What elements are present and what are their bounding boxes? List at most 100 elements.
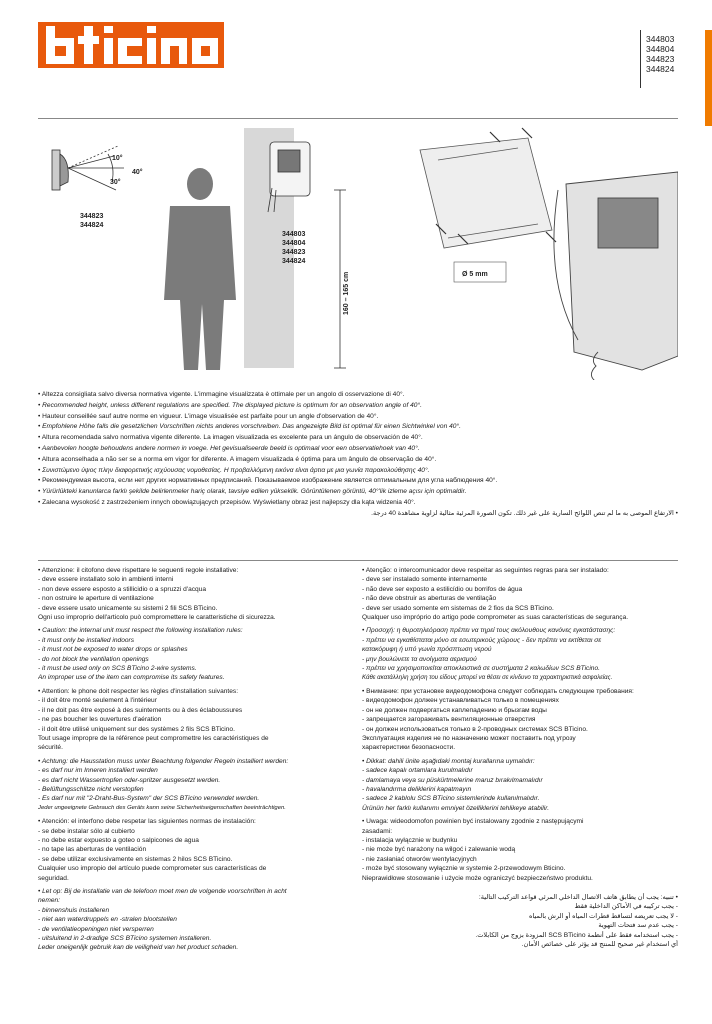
warning-section-es: • Atención: el interfono debe respetar l… xyxy=(38,817,354,883)
bticino-logo xyxy=(38,22,224,68)
wall-unit xyxy=(267,141,311,213)
section-line: • Caution: the internal unit must respec… xyxy=(38,627,243,635)
section-line: Ürünün her farklı kullanımı emniyet özel… xyxy=(362,804,550,812)
section-line: - nie zasłaniać otworów wentylacyjnych xyxy=(362,855,477,863)
section-line: - deve ser instalado somente internament… xyxy=(362,576,487,584)
unit-code: 344824 xyxy=(282,258,305,265)
section-line: • Uwaga: wideodomofon powinien być insta… xyxy=(362,818,584,826)
section-line: характеристики безопасности. xyxy=(362,744,456,752)
section-line: - non deve essere esposto a stillicidio … xyxy=(38,585,207,593)
section-line: - havalandırma deliklerini kapatmayın xyxy=(362,785,472,793)
section-line: • Attention: le phone doit respecter les… xyxy=(38,687,239,695)
section-line: An improper use of the item can compromi… xyxy=(38,674,225,682)
section-line: Эксплуатация изделия не по назначению мо… xyxy=(362,734,576,742)
section-line: - πρέπει να εγκαθίσταται μόνο σε εσωτερι… xyxy=(362,636,602,644)
middle-rule xyxy=(38,560,678,561)
height-note: • Altezza consigliata salvo diversa norm… xyxy=(38,391,405,398)
section-line: - no tape las aberturas de ventilación xyxy=(38,846,147,854)
product-code: 344824 xyxy=(646,64,675,74)
height-notes: • Altezza consigliata salvo diversa norm… xyxy=(38,390,678,520)
height-note: • Recommended height, unless different r… xyxy=(38,401,422,409)
section-line: - запрещается загораживать вентиляционны… xyxy=(362,716,536,724)
product-code: 344804 xyxy=(646,44,675,54)
section-line: • Atención: el interfono debe respetar l… xyxy=(38,818,256,826)
warning-section-tr: • Dikkat: dahili ünite aşağıdaki montaj … xyxy=(362,757,678,813)
section-line: أي استخدام غير صحيح للمنتج قد يؤثر على خ… xyxy=(521,941,678,949)
height-note-arabic: • الارتفاع الموصى به ما لم تنص اللوائح ا… xyxy=(371,509,678,517)
left-column: • Attenzione: il citofono deve rispettar… xyxy=(38,566,354,957)
right-column: • Atenção: o intercomunicador deve respe… xyxy=(362,566,678,953)
section-line: zasadami: xyxy=(362,827,393,835)
mounting-plate xyxy=(419,137,553,249)
section-line: nemen: xyxy=(38,897,60,905)
handset-unit xyxy=(553,171,678,380)
warning-section-en: • Caution: the internal unit must respec… xyxy=(38,626,354,682)
section-line: - binnenshuis installeren xyxy=(38,906,110,914)
section-line: - do not block the ventilation openings xyxy=(38,655,149,663)
angle-label-40: 40° xyxy=(132,168,143,176)
section-line: • تنبيه: يجب أن يطابق هاتف الاتصال الداخ… xyxy=(478,894,678,901)
warning-section-ru: • Внимание: при установке видеодомофона … xyxy=(362,687,678,753)
side-code: 344823 xyxy=(80,213,103,220)
unit-code: 344823 xyxy=(282,249,305,256)
section-line: Cualquier uso impropio del artículo pued… xyxy=(38,865,267,873)
section-line: - it must only be installed indoors xyxy=(38,636,135,644)
section-line: - deve essere installato solo in ambient… xyxy=(38,576,174,584)
height-note: • Yürürlükteki kanunlarca farklı şekilde… xyxy=(38,488,467,496)
section-line: Qualquer uso impróprio do artigo pode co… xyxy=(362,614,629,622)
section-line: seguridad. xyxy=(38,874,69,882)
warning-section-el: • Προσοχή: η θυροτηλεόραση πρέπει να τηρ… xyxy=(362,626,678,682)
warning-section-nl: • Let op: Bij de installatie van de tele… xyxy=(38,887,354,953)
section-line: sécurité. xyxy=(38,744,63,752)
section-line: • Внимание: при установке видеодомофона … xyxy=(362,687,634,695)
section-line: - se debe utilizar exclusivamente en sis… xyxy=(38,855,233,863)
accent-bar xyxy=(705,30,712,126)
section-line: - se debe instalar sólo al cubierto xyxy=(38,827,135,835)
section-line: - sadece 2 kablolu SCS BTicino sistemler… xyxy=(362,795,540,803)
drill-box xyxy=(453,261,507,283)
section-line: - damlamaya veya su püskürtmelerine maru… xyxy=(362,776,543,784)
section-line: - não deve obstruir as aberturas de vent… xyxy=(362,595,497,603)
section-line: - uitsluitend in 2-dradige SCS BTicino s… xyxy=(38,935,212,943)
section-line: Ogni uso improprio dell'articolo può com… xyxy=(38,614,276,622)
warning-section-fr: • Attention: le phone doit respecter les… xyxy=(38,687,354,753)
section-line: - it must not be exposed to water drops … xyxy=(38,646,188,654)
section-line: - deve essere usato unicamente su sistem… xyxy=(38,604,218,612)
section-line: - deve ser usado somente em sistemas de … xyxy=(362,604,554,612)
section-line: - es darf nur im Inneren installiert wer… xyxy=(38,767,158,775)
height-note: • Рекомендуемая высота, если нет других … xyxy=(38,477,498,485)
section-line: • Achtung: die Hausstation muss unter Be… xyxy=(38,757,289,765)
section-line: Κάθε ακατάλληλη χρήση του είδους μπορεί … xyxy=(362,674,613,682)
product-code: 344803 xyxy=(646,34,675,44)
section-line: • Dikkat: dahili ünite aşağıdaki montaj … xyxy=(362,757,535,765)
section-line: - Es darf nur mit "2-Draht-Bus-System" d… xyxy=(38,795,260,803)
section-line: - it must be used only on SCS BTicino 2-… xyxy=(38,665,197,673)
section-line: - لا يجب تعريضه لتساقط قطرات المياه أو ا… xyxy=(528,912,678,920)
section-line: - non ostruire le aperture di ventilazio… xyxy=(38,595,154,603)
section-line: Jeder ungeeignete Gebrauch des Geräts ka… xyxy=(38,804,286,811)
installation-illustration: 10° 40° 30° 344823 344824 344803 344804 … xyxy=(51,127,678,380)
section-line: - no debe estar expuesto a goteo o salpi… xyxy=(38,836,199,844)
section-line: - nie może być narażony na wilgoć i zale… xyxy=(362,846,516,854)
header-divider xyxy=(640,30,641,88)
section-line: - sadece kapalı ortamlara kurulmalıdır xyxy=(362,767,473,775)
warning-section-pt: • Atenção: o intercomunicador deve respe… xyxy=(362,566,678,622)
warning-section-pl: • Uwaga: wideodomofon powinien być insta… xyxy=(362,817,678,883)
height-note: • Aanbevolen hoogte behoudens andere nor… xyxy=(38,444,420,452)
height-note: • Hauteur conseillée sauf autre norme en… xyxy=(38,412,379,420)
section-line: - يجب تركيبه في الأماكن الداخلية فقط xyxy=(574,903,679,911)
unit-code: 344803 xyxy=(282,231,305,238)
section-line: Leder oneigenlijk gebruik kan de veiligh… xyxy=(38,944,239,952)
section-line: - il ne doit pas être exposé à des suint… xyxy=(38,706,243,714)
product-codes: 344803 344804 344823 344824 xyxy=(646,34,674,74)
angle-label-30: 30° xyxy=(110,178,121,186)
height-note: • Altura aconselhada a não ser se a norm… xyxy=(38,455,437,463)
drill-label: Ø 5 mm xyxy=(462,271,488,278)
section-line: - يجب استخدامه فقط على أنظمة SCS BTicino… xyxy=(475,931,678,939)
height-dimension xyxy=(334,189,346,369)
section-line: - πρέπει να χρησιμοποιείται αποκλειστικά… xyxy=(362,665,600,673)
section-line: - يجب عدم سد فتحات التهوية xyxy=(598,922,678,930)
height-note: • Συνιστώμενο ύψος πλην διαφορετικής ισχ… xyxy=(38,466,430,474)
section-line: - niet aan waterdruppels en -stralen blo… xyxy=(38,916,177,924)
section-line: - ne pas boucher les ouvertures d'aérati… xyxy=(38,716,162,724)
